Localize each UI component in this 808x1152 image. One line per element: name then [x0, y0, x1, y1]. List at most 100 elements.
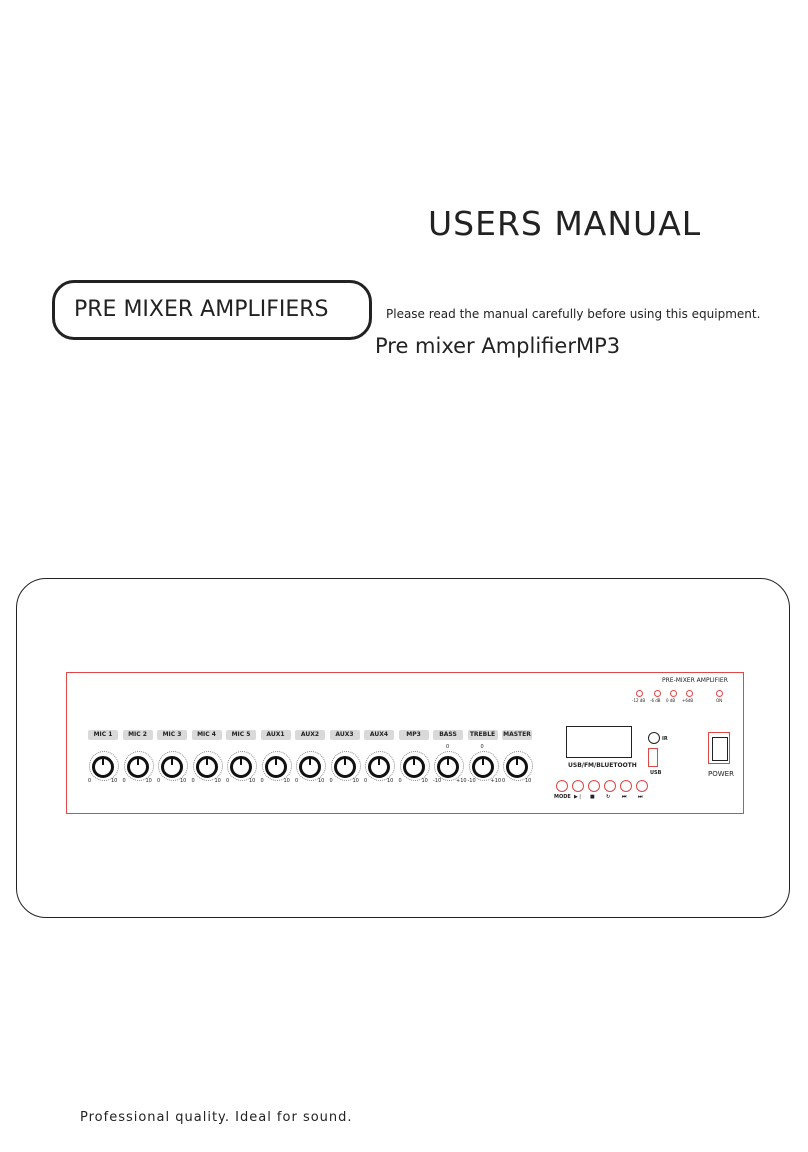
knob-mic-4[interactable]	[195, 756, 218, 778]
scale-min-label: 0	[260, 778, 264, 784]
stop-button[interactable]	[588, 780, 600, 792]
power-switch[interactable]	[708, 732, 730, 764]
channel-label: AUX1	[260, 730, 291, 740]
scale-max-label: 10	[249, 778, 256, 784]
channel-label: BASS	[433, 730, 463, 740]
scale-max-label: 10	[352, 778, 359, 784]
knob-mic-5[interactable]	[230, 756, 252, 778]
scale-min-label: 0	[88, 778, 92, 784]
level-led	[670, 690, 677, 697]
mode-button[interactable]	[556, 780, 568, 792]
power-label: POWER	[708, 770, 734, 778]
channel-label: MIC 3	[157, 730, 187, 740]
channel-label: MIC 5	[226, 730, 256, 740]
scale-max-label: 10	[283, 778, 290, 784]
usb-port-label: USB	[650, 770, 662, 776]
knob-bass[interactable]	[437, 756, 459, 778]
on-led-label: ON	[716, 698, 723, 703]
scale-max-label: 10	[111, 778, 118, 784]
scale-min-label: 0	[191, 778, 195, 784]
repeat-icon: ↻	[606, 794, 611, 800]
scale-max-label: 10	[387, 778, 394, 784]
mode-label: MODE	[554, 794, 571, 800]
channel-label: MIC 2	[122, 730, 153, 740]
level-led-label: -6 dB	[650, 698, 661, 703]
knob-scale-ring	[123, 751, 154, 781]
scale-center-label: 0	[446, 744, 450, 750]
knob-treble[interactable]	[471, 756, 494, 778]
ir-sensor-icon	[648, 732, 660, 744]
next-button[interactable]	[636, 780, 648, 792]
level-led	[686, 690, 693, 697]
channel-label: MIC 1	[88, 730, 118, 740]
knob-aux2[interactable]	[299, 756, 321, 778]
channel-label: MASTER	[502, 730, 532, 740]
scale-max-label: 10	[421, 778, 428, 784]
front-panel-frame	[16, 578, 790, 918]
scale-min-label: 0	[502, 778, 506, 784]
knob-scale-ring	[158, 751, 188, 781]
knob-aux4[interactable]	[368, 756, 390, 778]
knob-scale-ring	[89, 751, 119, 781]
scale-min-label: 0	[226, 778, 230, 784]
scale-max-label: +10	[456, 778, 467, 784]
knob-scale-ring	[399, 751, 430, 781]
model-name: Pre mixer AmplifierMP3	[375, 334, 621, 358]
channel-label: MP3	[398, 730, 429, 740]
level-led	[654, 690, 661, 697]
on-led	[716, 690, 723, 697]
mp3-display	[566, 726, 632, 758]
scale-max-label: 10	[214, 778, 221, 784]
scale-min-label: 0	[329, 778, 333, 784]
play-pause-icon: ▶❘	[574, 794, 583, 800]
repeat-button[interactable]	[604, 780, 616, 792]
knob-mic-1[interactable]	[92, 756, 114, 778]
knob-scale-ring	[261, 751, 292, 781]
knob-scale-ring	[365, 751, 395, 781]
knob-scale-ring	[192, 751, 223, 781]
next-icon: ⏭	[638, 794, 643, 800]
scale-min-label: 0	[398, 778, 402, 784]
knob-mic-3[interactable]	[161, 756, 183, 778]
previous-button[interactable]	[620, 780, 632, 792]
scale-min-label: 0	[364, 778, 368, 784]
play-pause-button[interactable]	[572, 780, 584, 792]
knob-mp3[interactable]	[402, 756, 425, 778]
scale-min-label: 0	[295, 778, 299, 784]
knob-aux3[interactable]	[333, 756, 356, 778]
scale-max-label: 10	[145, 778, 152, 784]
channel-label: TREBLE	[467, 730, 498, 740]
channel-label: AUX4	[364, 730, 394, 740]
knob-mic-2[interactable]	[126, 756, 149, 778]
previous-icon: ⏮	[622, 794, 627, 800]
product-category-badge	[52, 280, 372, 340]
knob-scale-ring	[330, 751, 361, 781]
stop-icon: ■	[590, 794, 595, 800]
ir-label: IR	[662, 736, 668, 742]
product-category-text: PRE MIXER AMPLIFIERS	[74, 297, 329, 322]
channel-label: MIC 4	[191, 730, 222, 740]
level-led-label: 0 dB	[666, 698, 676, 703]
page-title: USERS MANUAL	[428, 204, 702, 243]
scale-min-label: 0	[122, 778, 126, 784]
footer-tagline: Professional quality. Ideal for sound.	[80, 1110, 353, 1125]
knob-aux1[interactable]	[264, 756, 287, 778]
usb-port[interactable]	[648, 748, 658, 767]
scale-min-label: -10	[467, 778, 476, 784]
knob-scale-ring	[468, 751, 499, 781]
scale-max-label: +10	[490, 778, 502, 784]
knob-scale-ring	[227, 751, 257, 781]
intro-note: Please read the manual carefully before …	[386, 307, 761, 321]
level-led-label: -12 dB	[632, 698, 646, 703]
scale-max-label: 10	[525, 778, 532, 784]
source-label: USB/FM/BLUETOOTH	[568, 762, 637, 769]
scale-max-label: 10	[180, 778, 187, 784]
knob-scale-ring	[296, 751, 326, 781]
channel-label: AUX3	[329, 730, 360, 740]
channel-label: AUX2	[295, 730, 325, 740]
knob-master[interactable]	[506, 756, 528, 778]
scale-min-label: 0	[157, 778, 161, 784]
front-panel	[66, 672, 744, 814]
scale-max-label: 10	[318, 778, 325, 784]
scale-center-label: 0	[480, 744, 484, 750]
